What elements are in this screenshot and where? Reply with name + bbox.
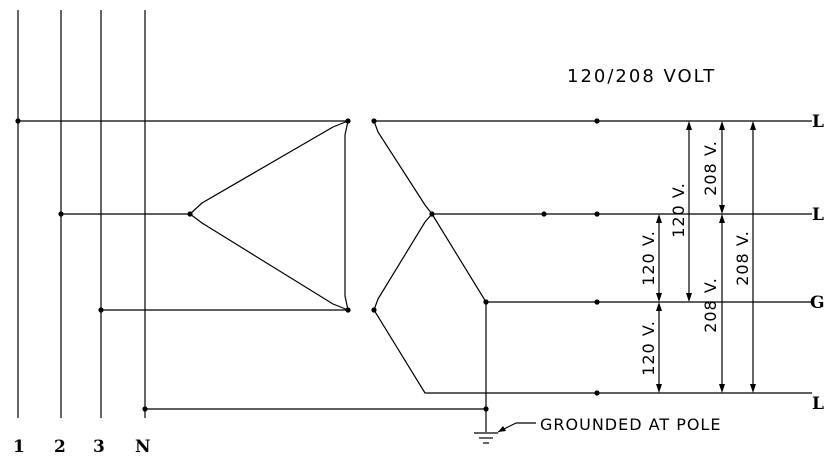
diagram-title: 120/208 VOLT	[567, 66, 716, 87]
junction-dot	[371, 307, 377, 313]
arrowhead	[750, 121, 756, 130]
arrowhead	[750, 384, 756, 393]
label-208v-top: 208 V.	[701, 140, 720, 196]
secondary-winding-upper	[373, 120, 433, 215]
junction-dot	[98, 307, 104, 313]
arrowhead	[719, 384, 725, 393]
junction-dots	[15, 118, 600, 412]
primary-winding-bottom	[189, 213, 349, 311]
label-208v-mid: 208 V.	[701, 277, 720, 333]
dimension-arrows	[656, 121, 756, 393]
junction-dot	[483, 406, 489, 412]
junction-dot	[594, 299, 600, 305]
junction-dot	[15, 118, 21, 124]
primary-winding-right	[344, 120, 349, 311]
arrowhead	[719, 205, 725, 214]
junction-dot	[345, 118, 351, 124]
bus-label-3: 3	[93, 437, 105, 457]
ground-note-arrowhead	[498, 426, 506, 432]
arrowhead	[719, 121, 725, 130]
bus-label-1: 1	[13, 437, 25, 457]
bus-label-n: N	[135, 437, 151, 457]
junction-dot	[58, 211, 64, 217]
label-120v-upper: 120 V.	[639, 230, 658, 286]
output-line-l3	[373, 309, 812, 394]
arrowhead	[656, 302, 662, 311]
output-label-g: G	[810, 293, 825, 313]
output-label-l1: L	[812, 112, 824, 132]
output-label-l3: L	[812, 394, 824, 414]
secondary-winding-lower	[373, 213, 433, 311]
junction-dot	[594, 211, 600, 217]
bus-label-2: 2	[54, 437, 66, 457]
junction-dot	[594, 390, 600, 396]
output-line-g	[431, 213, 812, 303]
arrowhead	[656, 293, 662, 302]
ground-note: GROUNDED AT POLE	[540, 415, 721, 434]
label-208v-outer: 208 V.	[733, 230, 752, 286]
label-120v-long: 120 V.	[669, 182, 688, 238]
junction-dot	[594, 118, 600, 124]
junction-dot	[541, 211, 547, 217]
output-label-l2: L	[812, 205, 824, 225]
arrowhead	[686, 121, 692, 130]
arrowhead	[656, 384, 662, 393]
label-120v-lower: 120 V.	[639, 320, 658, 376]
junction-dot	[429, 211, 435, 217]
arrowhead	[686, 293, 692, 302]
junction-dot	[142, 406, 148, 412]
arrowhead	[719, 214, 725, 223]
junction-dot	[187, 211, 193, 217]
primary-winding-top	[189, 120, 349, 215]
junction-dot	[345, 307, 351, 313]
junction-dot	[483, 299, 489, 305]
junction-dot	[371, 118, 377, 124]
arrowhead	[656, 214, 662, 223]
